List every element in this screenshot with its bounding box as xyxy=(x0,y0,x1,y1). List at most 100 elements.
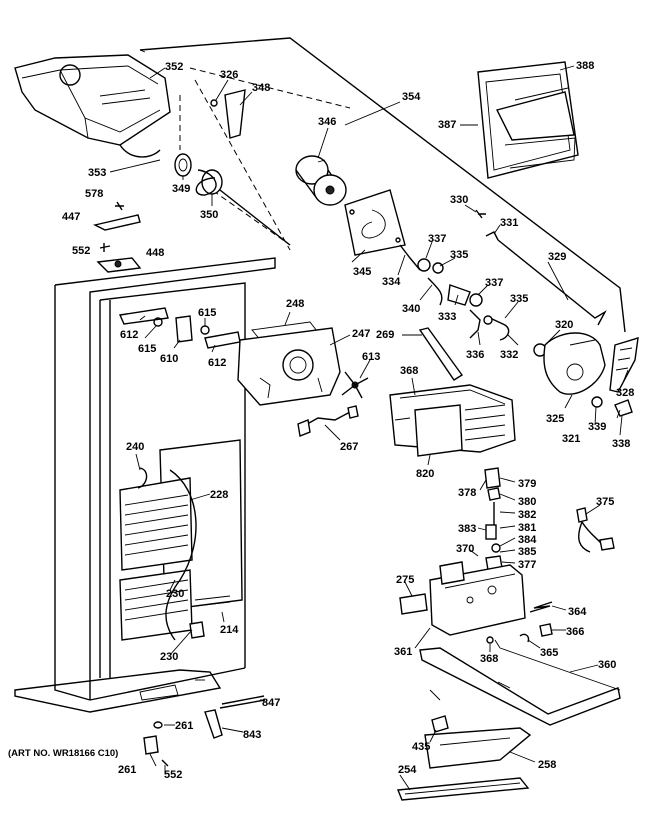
callout-340: 340 xyxy=(402,303,420,315)
freezer-cabinet xyxy=(14,257,276,713)
dispenser-door-258 xyxy=(424,727,532,769)
fill-tube-269 xyxy=(418,327,464,381)
ice-maker xyxy=(389,384,516,457)
callout-248: 248 xyxy=(286,298,304,310)
callout-348: 348 xyxy=(252,82,270,94)
bracket-843 xyxy=(204,709,223,739)
callout-247: 247 xyxy=(352,328,370,340)
callout-364: 364 xyxy=(568,606,587,618)
callout-345: 345 xyxy=(353,266,371,278)
screw-615b xyxy=(200,325,210,335)
callout-269: 269 xyxy=(376,329,394,341)
callout-240: 240 xyxy=(126,441,144,453)
callout-365: 365 xyxy=(540,647,558,659)
spring-330 xyxy=(475,209,486,219)
callout-352: 352 xyxy=(165,61,183,73)
callout-843: 843 xyxy=(243,729,261,741)
callout-366: 366 xyxy=(566,626,584,638)
dispenser-base-panel xyxy=(419,639,621,726)
callout-377: 377 xyxy=(518,559,536,571)
clip-365 xyxy=(519,633,530,643)
fan-housing xyxy=(237,321,341,406)
callout-331: 331 xyxy=(500,217,518,229)
evaporator-assembly xyxy=(119,439,243,641)
water-valve-stack xyxy=(484,467,503,571)
hinge-261 xyxy=(143,735,159,755)
dispenser-cover xyxy=(477,61,579,179)
wiring-harness-375 xyxy=(576,507,615,553)
callout-578: 578 xyxy=(85,188,103,200)
callout-336: 336 xyxy=(466,349,484,361)
clip-331 xyxy=(485,231,499,241)
callout-320: 320 xyxy=(555,319,573,331)
bracket-612 xyxy=(118,307,169,325)
callout-254: 254 xyxy=(398,764,417,776)
auger-motor xyxy=(295,155,347,206)
grill-254 xyxy=(397,777,530,801)
callout-615b: 615 xyxy=(138,343,156,355)
bracket-612b xyxy=(204,331,241,349)
callout-337a: 337 xyxy=(428,233,446,245)
callout-258: 258 xyxy=(538,759,556,771)
callout-328: 328 xyxy=(616,387,634,399)
callout-820: 820 xyxy=(416,468,434,480)
screw-578 xyxy=(115,201,124,211)
callout-615a: 615 xyxy=(198,307,216,319)
callout-380: 380 xyxy=(518,496,536,508)
screw-615 xyxy=(153,317,163,327)
callout-354: 354 xyxy=(402,91,421,103)
plug-261 xyxy=(153,721,163,729)
washer-326 xyxy=(210,99,218,107)
callout-552b: 552 xyxy=(164,769,182,781)
callout-338: 338 xyxy=(612,438,630,450)
callout-435: 435 xyxy=(412,741,430,753)
callout-labels: 352 326 348 346 354 388 387 353 349 350 … xyxy=(8,60,634,781)
motor-mounting-plate xyxy=(344,189,406,256)
spring-364 xyxy=(529,601,553,613)
fan-blade xyxy=(341,371,369,399)
solenoid-gearbox xyxy=(533,332,639,417)
callout-337b: 337 xyxy=(485,277,503,289)
callout-329: 329 xyxy=(548,251,566,263)
callout-325: 325 xyxy=(546,413,564,425)
actuator-rod xyxy=(497,239,607,326)
callout-339: 339 xyxy=(588,421,606,433)
callout-214: 214 xyxy=(220,624,239,636)
callout-610: 610 xyxy=(160,353,178,365)
callout-447: 447 xyxy=(62,211,80,223)
callout-368a: 368 xyxy=(400,365,418,377)
callout-334: 334 xyxy=(382,276,401,288)
callout-387: 387 xyxy=(438,119,456,131)
callout-368b: 368 xyxy=(480,653,498,665)
callout-230a: 230 xyxy=(166,588,184,600)
callout-321: 321 xyxy=(562,433,580,445)
callout-378: 378 xyxy=(458,487,476,499)
callout-330: 330 xyxy=(450,194,468,206)
plate-275 xyxy=(399,593,428,615)
auger-assembly xyxy=(174,153,291,246)
callout-275: 275 xyxy=(396,574,414,586)
callout-612a: 612 xyxy=(120,329,138,341)
bracket-447 xyxy=(92,214,141,231)
callout-346: 346 xyxy=(318,116,336,128)
callout-326: 326 xyxy=(220,69,238,81)
dispenser-linkage xyxy=(399,244,510,341)
callout-381: 381 xyxy=(518,522,536,534)
assembly-axis-line xyxy=(194,79,291,251)
dispenser-control-box xyxy=(429,561,526,636)
callout-335b: 335 xyxy=(510,293,528,305)
callout-360: 360 xyxy=(598,659,616,671)
callout-335a: 335 xyxy=(450,249,468,261)
callout-382: 382 xyxy=(518,509,536,521)
callout-379: 379 xyxy=(518,478,536,490)
callout-332: 332 xyxy=(500,349,518,361)
callout-388: 388 xyxy=(576,60,594,72)
callout-261b: 261 xyxy=(118,764,136,776)
callout-349: 349 xyxy=(172,183,190,195)
screw-552 xyxy=(99,243,111,252)
spring-847 xyxy=(219,699,266,709)
callout-612b: 612 xyxy=(208,357,226,369)
callout-230b: 230 xyxy=(160,651,178,663)
ice-bucket xyxy=(14,54,171,158)
